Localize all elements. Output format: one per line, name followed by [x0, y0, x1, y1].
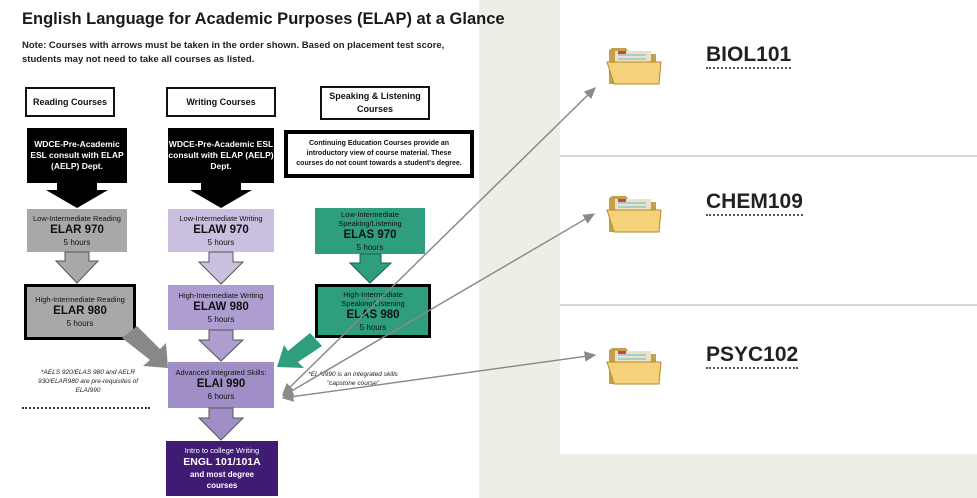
- elar980-box: High-Intermediate Reading ELAR 980 5 hou…: [24, 284, 136, 340]
- course-link-psyc102[interactable]: PSYC102: [706, 343, 799, 369]
- engl101-level: Intro to college Writing: [184, 446, 260, 455]
- elai990-code: ELAI 990: [196, 378, 246, 390]
- course-row-biol101[interactable]: BIOL101: [560, 0, 977, 155]
- engl101-box: Intro to college Writing ENGL 101/101A a…: [166, 441, 278, 496]
- arrow-elaw970-980: [197, 251, 245, 285]
- flow-arrows: [46, 183, 393, 441]
- wdce-reading-box: WDCE-Pre-Academic ESL consult with ELAP …: [27, 128, 127, 183]
- chart-note: Note: Courses with arrows must be taken …: [22, 40, 445, 65]
- folder-icon: [606, 196, 662, 233]
- course-row-psyc102[interactable]: PSYC102: [560, 306, 977, 454]
- elar970-level: Low-Intermediate Reading: [33, 213, 121, 223]
- elaw980-hours: 5 hours: [207, 314, 235, 324]
- arrow-elas980-elai990: [277, 333, 322, 368]
- arrow-elaw980-990: [197, 329, 245, 362]
- arrow-elas970-980: [348, 253, 393, 284]
- arrow-elar970-980: [54, 251, 100, 284]
- elai990-level: Advanced Integrated Skills:: [175, 368, 267, 377]
- chart-title: English Language for Academic Purposes (…: [22, 10, 505, 28]
- arrow-wdce-writing: [190, 183, 252, 208]
- row-divider: [560, 155, 977, 157]
- header-writing: Writing Courses: [166, 87, 276, 117]
- elaw980-level: High-Intermediate Writing: [178, 290, 264, 300]
- elai990-hours: 6 hours: [207, 392, 235, 401]
- elaw970-box: Low-Intermediate Writing ELAW 970 5 hour…: [168, 209, 274, 252]
- elar980-code: ELAR 980: [53, 305, 107, 317]
- folder-icon: [606, 48, 662, 85]
- elar980-level: High-Intermediate Reading: [35, 295, 125, 304]
- elai990-box: Advanced Integrated Skills: ELAI 990 6 h…: [168, 362, 274, 408]
- arrow-wdce-reading: [46, 183, 108, 208]
- left-prereq-note: *AELS 920/ELAS 980 and AELR 930/ELAR980 …: [37, 369, 139, 394]
- row-divider: [560, 304, 977, 306]
- course-row-chem109[interactable]: CHEM109: [560, 157, 977, 304]
- elap-chart: English Language for Academic Purposes (…: [0, 0, 505, 498]
- engl101-code: ENGL 101/101A: [183, 456, 261, 468]
- engl101-extra: and most degree courses: [189, 470, 254, 490]
- elar970-hours: 5 hours: [63, 237, 91, 247]
- elaw980-code: ELAW 980: [193, 300, 249, 313]
- elaw980-box: High-Intermediate Writing ELAW 980 5 hou…: [168, 285, 274, 330]
- arrow-elai990-engl101: [197, 407, 245, 441]
- elaw970-hours: 5 hours: [207, 237, 235, 247]
- course-link-chem109[interactable]: CHEM109: [706, 190, 803, 216]
- header-reading: Reading Courses: [25, 87, 115, 117]
- arrow-elar980-elai990: [122, 326, 168, 368]
- elaw970-code: ELAW 970: [193, 223, 249, 236]
- folder-icon: [606, 348, 662, 385]
- elar980-hours: 5 hours: [66, 319, 94, 328]
- elar970-box: Low-Intermediate Reading ELAR 970 5 hour…: [27, 209, 127, 252]
- wdce-writing-box: WDCE-Pre-Academic ESL consult with ELAP …: [168, 128, 274, 183]
- course-link-biol101[interactable]: BIOL101: [706, 43, 792, 69]
- elar970-code: ELAR 970: [50, 223, 104, 236]
- elaw970-level: Low-Intermediate Writing: [179, 213, 263, 223]
- dotted-divider: [22, 407, 150, 409]
